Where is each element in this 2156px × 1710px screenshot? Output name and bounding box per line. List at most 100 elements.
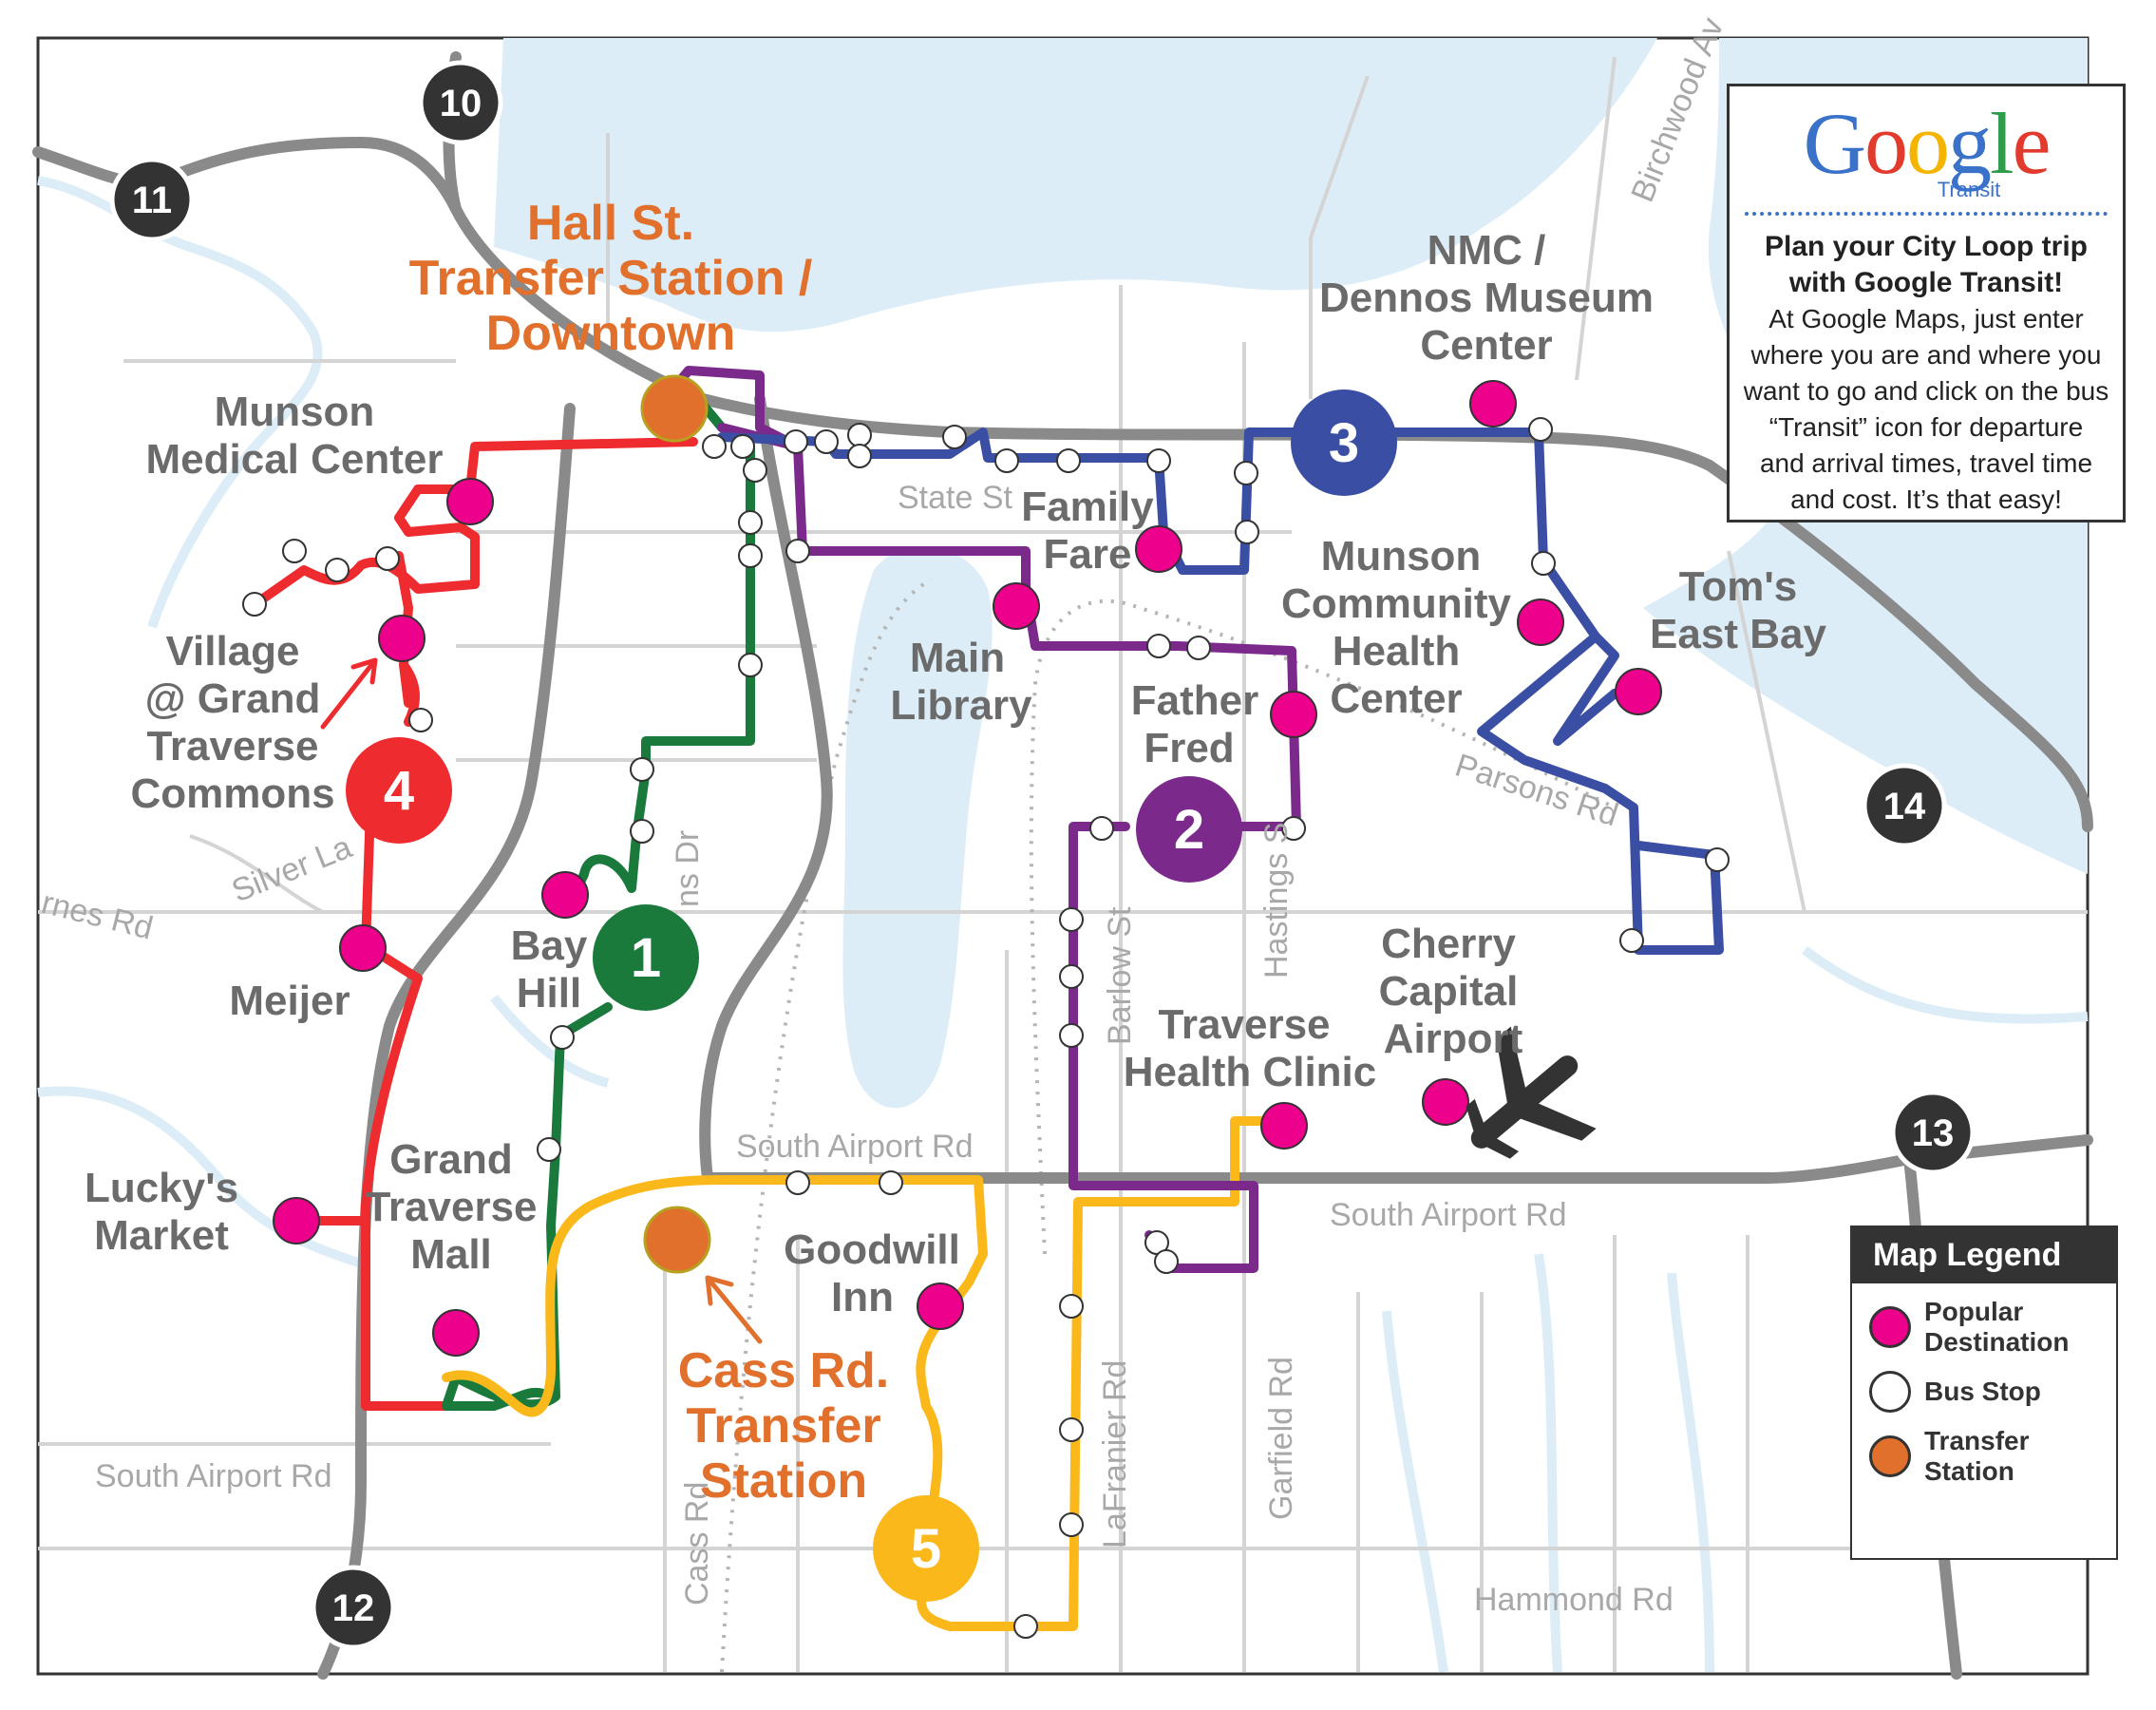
destination-village [378, 615, 426, 662]
bus-stop [702, 434, 727, 459]
bus-stop [1531, 551, 1556, 576]
bus-stop [325, 558, 350, 582]
street-label-hammond: Hammond Rd [1474, 1582, 1674, 1618]
hall-st-transfer-station [640, 374, 709, 443]
street-label-garfield: Garfield Rd [1263, 1357, 1299, 1520]
street-label-dr: ns Dr [670, 830, 706, 907]
destination-meijer [339, 924, 387, 972]
bus-stop [1059, 1294, 1084, 1319]
place-label-nmc: Dennos Museum [1319, 275, 1654, 321]
place-label-gt-mall: Grand [389, 1136, 513, 1183]
google-body-line: and arrival times, travel time [1759, 448, 2093, 478]
place-label-munson-community: Health [1333, 628, 1460, 674]
boardman-lake [842, 546, 993, 1109]
place-label-gt-mall: Traverse [365, 1184, 537, 1230]
google-divider [1745, 212, 2108, 216]
cass-rd-label: Cass Rd. [678, 1343, 890, 1398]
place-label-family-fare: Family [1021, 484, 1154, 530]
svg-text:12: 12 [332, 1587, 375, 1629]
place-label-traverse-health: Health Clinic [1124, 1049, 1377, 1095]
hall-st-label: Hall St. [527, 196, 694, 251]
legend-label: Bus Stop [1924, 1377, 2041, 1406]
transfer-station-labels: Hall St. Transfer Station / Downtown Cas… [409, 196, 890, 1509]
bus-stop [1059, 964, 1084, 989]
bus-stop [375, 546, 400, 571]
destination-gt-mall [432, 1309, 480, 1357]
google-body-line: want to go and click on the bus [1743, 376, 2109, 406]
street-label-hastings: Hastings S [1258, 823, 1295, 978]
place-label-munson-community: Center [1330, 675, 1462, 722]
street-label-lafranier: LaFranier Rd [1097, 1360, 1133, 1548]
bus-stop-swatch [1869, 1371, 1911, 1413]
place-label-village: Village [165, 628, 299, 674]
bus-stop [743, 458, 767, 483]
place-label-main-library: Library [890, 682, 1032, 729]
place-label-village: @ Grand [145, 675, 321, 722]
street-label-state: State St [898, 480, 1013, 516]
bus-stop [738, 543, 763, 568]
destination-swatch [1869, 1306, 1911, 1348]
route-3-path [1344, 428, 1724, 955]
route-4-path [361, 755, 451, 1411]
legend-item-bus-stop: Bus Stop [1852, 1359, 2116, 1424]
bus-stop [738, 653, 763, 677]
bus-stop [785, 1170, 810, 1195]
svg-text:11: 11 [132, 180, 172, 221]
bus-stop [1059, 907, 1084, 932]
google-logo-letter: o [1906, 95, 1950, 192]
street-label-cass: Cass Rd [679, 1482, 715, 1606]
google-body-line: “Transit” icon for departure [1768, 412, 2084, 442]
legend-label: Transfer Station [1924, 1426, 2030, 1486]
google-heading-line: with Google Transit! [1788, 267, 2064, 298]
google-logo-letter: o [1864, 95, 1908, 192]
bus-stop [1705, 847, 1730, 872]
destination-toms [1615, 668, 1662, 715]
place-label-village: Commons [130, 770, 334, 817]
place-label-traverse-health: Traverse [1158, 1001, 1330, 1048]
railroad [1029, 598, 1616, 1255]
bus-stop [242, 592, 267, 617]
svg-text:1: 1 [631, 927, 661, 989]
bus-stop [1186, 636, 1211, 660]
google-logo-letter: l [1990, 95, 2014, 192]
bus-stop [1234, 461, 1258, 485]
legend-title: Map Legend [1852, 1227, 2116, 1283]
destination-munson-medical [446, 478, 494, 525]
svg-text:14: 14 [1883, 786, 1926, 827]
place-label-nmc: NMC / [1428, 227, 1546, 274]
highway-10-shield: 10 [418, 60, 503, 145]
street-label-south-airport-mid: South Airport Rd [736, 1129, 973, 1165]
division-st-road [317, 403, 576, 1680]
bus-stop [814, 429, 839, 454]
place-label-cherry-capital: Cherry [1381, 921, 1516, 967]
legend-item-transfer: Transfer Station [1852, 1424, 2116, 1489]
bus-stop [282, 539, 307, 563]
legend-item-destination: Popular Destination [1852, 1295, 2116, 1359]
south-airport-road [702, 1134, 2093, 1184]
bus-stop [1059, 1023, 1084, 1048]
hall-st-label: Transfer Station / [409, 251, 813, 306]
place-label-munson-medical: Munson [215, 389, 375, 435]
place-label-munson-community: Munson [1321, 533, 1482, 580]
place-label-bay-hill: Bay [511, 922, 588, 969]
bus-stop [1146, 634, 1171, 658]
place-label-goodwill: Inn [831, 1274, 894, 1320]
bus-stop [879, 1170, 903, 1195]
airport-icon [1466, 1026, 1597, 1159]
destination-luckys [273, 1197, 320, 1244]
minor-road [189, 834, 324, 914]
creeks [37, 176, 2089, 1673]
svg-text:10: 10 [440, 83, 482, 124]
route-5-badge: 5 [873, 1495, 979, 1602]
bus-stop [1013, 1614, 1038, 1639]
hall-st-label: Downtown [486, 306, 736, 361]
destination-family-fare [1135, 525, 1182, 573]
creek [1382, 1310, 1448, 1673]
google-body-line: and cost. It’s that easy! [1790, 484, 2062, 514]
creek [1534, 1253, 1562, 1673]
google-logo: Google [1730, 100, 2123, 187]
creek [490, 994, 610, 1088]
minor-roads [38, 56, 2088, 1672]
google-logo-letter: e [2012, 95, 2052, 192]
place-label-gt-mall: Mall [410, 1231, 492, 1278]
